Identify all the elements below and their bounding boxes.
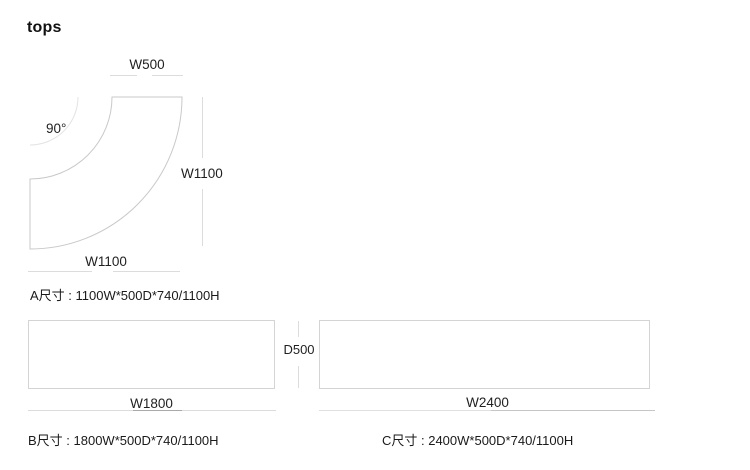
page-title: tops	[27, 19, 62, 36]
w500-dim-label: W500	[129, 57, 165, 72]
shape-a-drawing	[29, 96, 183, 250]
d500-dim-line-top	[298, 321, 299, 337]
w1100-right-dim-line-top	[202, 97, 203, 158]
w1100-bottom-dim-label: W1100	[85, 254, 127, 269]
w1800-dim-label: W1800	[130, 396, 173, 411]
w2400-dim-line	[319, 410, 491, 411]
quarter-ring-shape	[29, 96, 183, 250]
d500-dim-label: D500	[283, 342, 315, 357]
w500-dim-line-left	[110, 75, 137, 76]
w1100-right-dim-label: W1100	[181, 166, 223, 181]
shape-c-rectangle	[319, 320, 650, 389]
w1800-dim-line-dark	[133, 410, 182, 411]
w1100-bottom-dim-line-left	[28, 271, 92, 272]
size-label-a: A尺寸 : 1100W*500D*740/1100H	[30, 288, 220, 303]
angle-indicator-arc	[29, 96, 79, 146]
size-label-b: B尺寸 : 1800W*500D*740/1100H	[28, 433, 219, 448]
w500-dim-line-right	[152, 75, 183, 76]
shape-b-rectangle	[28, 320, 275, 389]
size-label-c: C尺寸 : 2400W*500D*740/1100H	[382, 433, 574, 448]
w1100-bottom-dim-line-right	[113, 271, 180, 272]
w2400-dim-line-dark	[491, 410, 655, 411]
w2400-dim-label: W2400	[466, 395, 509, 410]
w1100-right-dim-line-bottom	[202, 189, 203, 246]
angle-label: 90°	[46, 121, 67, 136]
d500-dim-line-bottom	[298, 366, 299, 388]
